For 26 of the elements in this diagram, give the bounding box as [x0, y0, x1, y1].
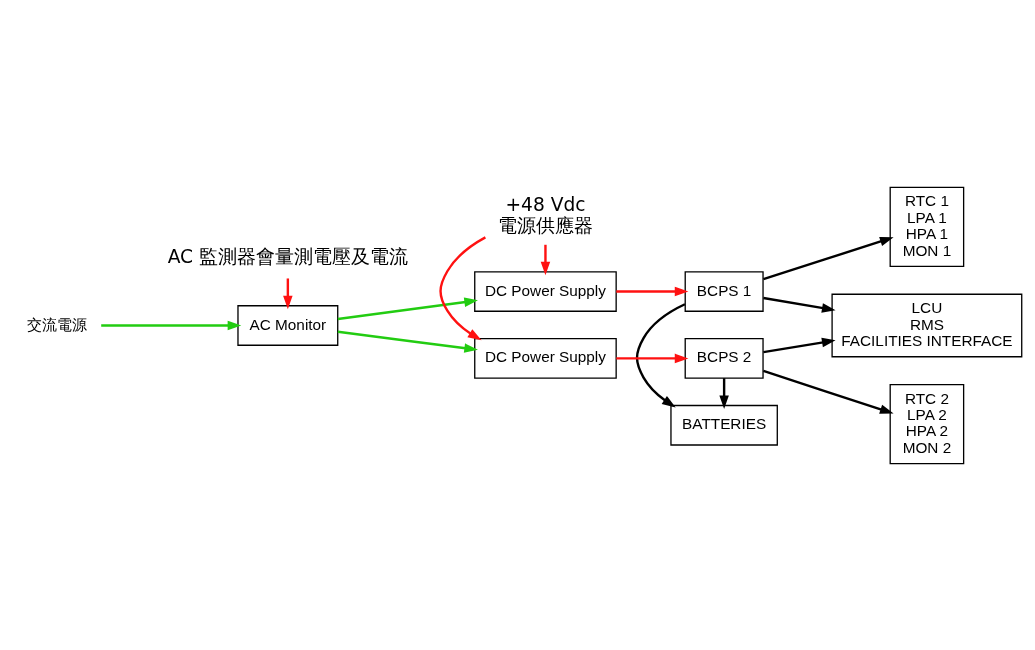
arrow	[763, 296, 836, 313]
node-box: DC Power Supply	[474, 270, 617, 312]
arrow	[616, 353, 689, 363]
arrow	[439, 235, 486, 340]
node-text: +48 Vdc 電源供應器	[497, 193, 593, 236]
arrow	[540, 244, 551, 275]
node-box: RTC 1 LPA 1 HPA 1 MON 1	[889, 186, 965, 267]
node-text: 交流電源	[27, 315, 88, 334]
node-box: BCPS 2	[684, 337, 764, 379]
arrow	[337, 296, 478, 320]
node-box: AC Monitor	[237, 304, 339, 346]
node-box: LCU RMS FACILITIES INTERFACE	[831, 293, 1023, 357]
arrow	[616, 286, 689, 296]
arrow	[101, 320, 242, 330]
arrow	[283, 277, 293, 309]
node-text: AC 監測器會量測電壓及電流	[167, 245, 409, 267]
node-box: RTC 2 LPA 2 HPA 2 MON 2	[889, 383, 965, 464]
arrow	[635, 302, 686, 407]
arrow	[763, 369, 894, 414]
arrow	[719, 377, 729, 409]
node-box: BATTERIES	[670, 404, 778, 446]
arrow	[763, 337, 836, 353]
arrow	[337, 330, 478, 353]
node-box: DC Power Supply	[474, 337, 617, 379]
node-box: BCPS 1	[684, 270, 764, 312]
arrow	[763, 236, 894, 280]
